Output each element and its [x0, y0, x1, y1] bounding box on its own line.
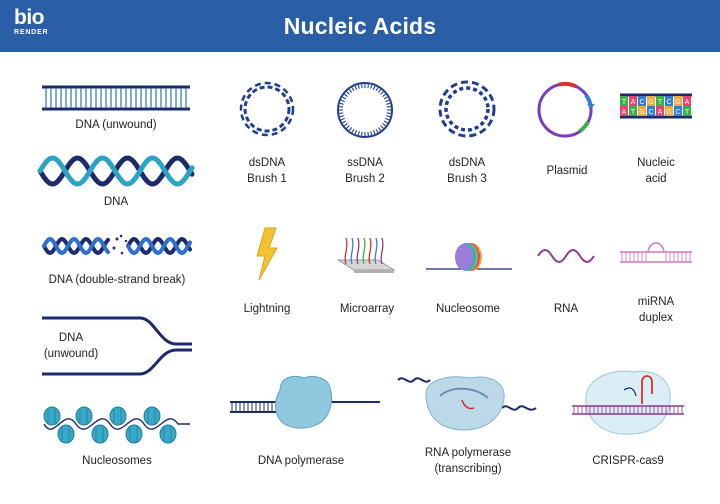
dsdna-brush-1-icon — [239, 81, 295, 137]
svg-text:C: C — [639, 99, 644, 106]
biorender-logo[interactable]: bio RENDER — [14, 6, 49, 36]
header-bar — [0, 0, 720, 52]
dna-fork-icon — [42, 316, 192, 376]
nucleosome-icon — [426, 243, 512, 271]
label-nucleic-acid-b: acid — [645, 173, 667, 185]
svg-text:T: T — [622, 99, 627, 106]
svg-text:T: T — [631, 109, 636, 116]
dna-break-icon — [42, 234, 192, 256]
dsdna-brush-3-icon — [438, 80, 496, 138]
svg-text:C: C — [648, 109, 653, 116]
svg-text:C: C — [666, 99, 671, 106]
label-dna-unwound: DNA (unwound) — [75, 119, 157, 131]
svg-text:G: G — [648, 99, 653, 106]
svg-text:T: T — [685, 109, 690, 116]
logo-sub-text: RENDER — [14, 29, 49, 36]
label-ssdna-brush-2-b: Brush 2 — [345, 173, 385, 185]
label-nucleosomes: Nucleosomes — [82, 455, 152, 467]
label-dsdna-brush-3-a: dsDNA — [448, 157, 486, 169]
label-dna-fork-2: (unwound) — [43, 348, 99, 360]
microarray-icon — [336, 237, 396, 273]
ssdna-brush-2-icon — [337, 82, 393, 138]
label-dna: DNA — [103, 196, 129, 208]
lightning-icon — [256, 227, 278, 281]
label-dsdna-brush-1-b: Brush 1 — [247, 173, 287, 185]
label-rna-polymerase-a: RNA polymerase — [424, 447, 512, 459]
label-nucleic-acid-a: Nucleic — [637, 157, 675, 169]
mirna-duplex-icon — [620, 242, 692, 263]
page-title: Nucleic Acids — [283, 13, 437, 39]
label-dsdna-brush-3-b: Brush 3 — [447, 173, 487, 185]
dna-helix-icon — [37, 155, 195, 187]
label-ssdna-brush-2-a: ssDNA — [347, 157, 383, 169]
nucleosomes-icon — [43, 406, 190, 444]
dna-polymerase-icon — [230, 375, 380, 429]
label-nucleosome: Nucleosome — [436, 303, 500, 315]
rna-icon — [537, 249, 595, 263]
label-dsdna-brush-1-a: dsDNA — [248, 157, 286, 169]
svg-text:A: A — [658, 109, 663, 116]
label-crispr-cas9: CRISPR-cas9 — [592, 455, 664, 467]
plasmid-icon — [537, 81, 595, 138]
svg-text:C: C — [675, 109, 680, 116]
label-dna-polymerase: DNA polymerase — [257, 455, 345, 467]
svg-text:A: A — [622, 109, 627, 116]
svg-text:G: G — [666, 109, 671, 116]
label-rna: RNA — [553, 303, 579, 315]
label-mirna-a: miRNA — [637, 296, 675, 308]
label-plasmid: Plasmid — [546, 165, 588, 177]
label-microarray: Microarray — [339, 303, 395, 315]
svg-text:A: A — [685, 99, 690, 106]
label-dna-fork-1: DNA — [40, 330, 102, 346]
label-lightning: Lightning — [243, 303, 291, 315]
svg-text:T: T — [658, 99, 663, 106]
svg-text:G: G — [675, 99, 680, 106]
label-rna-polymerase-b: (transcribing) — [434, 463, 502, 475]
rna-polymerase-icon — [397, 376, 537, 431]
svg-text:A: A — [631, 99, 636, 106]
crispr-cas9-icon — [572, 370, 684, 435]
logo-main-text: bio — [14, 6, 45, 29]
label-dna-break: DNA (double-strand break) — [48, 274, 186, 286]
svg-text:G: G — [639, 109, 644, 116]
dna-unwound-icon — [42, 85, 190, 111]
label-mirna-b: duplex — [639, 312, 673, 324]
